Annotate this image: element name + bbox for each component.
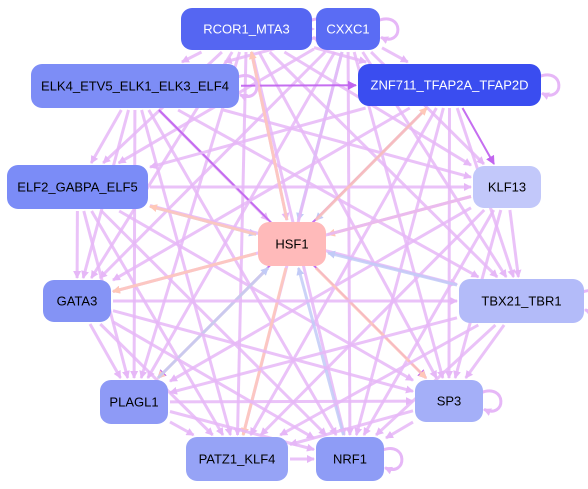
edge-znf711-to-sp3	[445, 107, 454, 379]
node-hsf1[interactable]: HSF1	[258, 222, 326, 266]
edge-tbx21-to-sp3	[464, 324, 506, 379]
self-loop-cxxc1	[377, 17, 400, 44]
edge-cxxc1-to-znf711	[381, 46, 409, 64]
node-znf711[interactable]: ZNF711_TFAP2A_TFAP2D	[358, 64, 541, 106]
node-klf13[interactable]: KLF13	[473, 166, 541, 208]
edge-hsf1-to-sp3	[314, 266, 428, 380]
edge-znf711-to-gata3	[112, 106, 411, 282]
edge-klf13-to-nrf1	[362, 209, 495, 436]
edge-znf711-to-patz1	[249, 107, 438, 436]
node-rcor1[interactable]: RCOR1_MTA3	[181, 8, 312, 50]
edge-klf13-to-plagl1	[169, 206, 472, 383]
node-plagl1[interactable]: PLAGL1	[100, 380, 168, 424]
node-label: ELK4_ETV5_ELK1_ELK3_ELF4	[41, 79, 229, 94]
edge-rcor1-to-elk4	[181, 50, 203, 64]
node-sp3[interactable]: SP3	[415, 380, 483, 422]
self-loop-elk4	[236, 74, 259, 102]
edge-nrf1-to-hsf1	[296, 267, 345, 436]
node-label: PATZ1_KLF4	[199, 452, 276, 467]
node-label: ZNF711_TFAP2A_TFAP2D	[371, 78, 529, 93]
node-label: SP3	[437, 394, 462, 409]
edge-hsf1-to-znf711	[314, 106, 428, 222]
node-label: TBX21_TBR1	[481, 294, 561, 309]
node-gata3[interactable]: GATA3	[43, 280, 111, 322]
node-tbx21[interactable]: TBX21_TBR1	[459, 279, 584, 323]
edge-sp3-to-patz1	[289, 409, 414, 447]
edge-klf13-to-tbx21	[508, 209, 522, 278]
edge-gata3-to-plagl1	[88, 323, 122, 379]
node-label: RCOR1_MTA3	[203, 22, 289, 37]
edges-layer	[73, 36, 522, 463]
edge-hsf1-to-rcor1	[248, 51, 289, 221]
edge-hsf1-to-gata3	[112, 252, 257, 294]
node-box	[316, 437, 384, 481]
node-box	[7, 165, 148, 209]
node-label: NRF1	[333, 452, 367, 467]
edge-rcor1-to-klf13	[283, 50, 472, 167]
node-box	[181, 8, 312, 50]
self-loop-nrf1	[381, 447, 404, 475]
node-label: HSF1	[275, 237, 308, 252]
edge-plagl1-to-sp3	[169, 397, 414, 406]
edge-cxxc1-to-plagl1	[146, 51, 337, 379]
node-box	[100, 380, 168, 424]
edge-elk4-to-nrf1	[147, 109, 338, 436]
node-box	[415, 380, 483, 422]
node-label: PLAGL1	[109, 395, 158, 410]
node-box	[43, 280, 111, 322]
node-cxxc1[interactable]: CXXC1	[316, 8, 380, 50]
node-elf2[interactable]: ELF2_GABPA_ELF5	[7, 165, 148, 209]
edge-hsf1-to-elf2	[149, 204, 257, 236]
node-box	[31, 64, 239, 108]
node-box	[473, 166, 541, 208]
node-box	[316, 8, 380, 50]
node-label: GATA3	[57, 294, 98, 309]
edge-znf711-to-klf13	[461, 107, 495, 165]
edge-sp3-to-nrf1	[385, 420, 414, 440]
edge-elk4-to-tbx21	[177, 108, 480, 279]
node-box	[459, 279, 584, 323]
node-label: ELF2_GABPA_ELF5	[17, 180, 137, 195]
edge-elf2-to-sp3	[118, 209, 414, 382]
edge-elk4-to-elf2	[89, 109, 123, 164]
edge-rcor1-to-patz1	[233, 51, 248, 436]
edge-cxxc1-to-nrf1	[345, 51, 354, 436]
node-label: CXXC1	[326, 22, 369, 37]
edge-gata3-to-sp3	[112, 309, 414, 394]
edge-tbx21-to-patz1	[279, 323, 480, 437]
node-elk4[interactable]: ELK4_ETV5_ELK1_ELK3_ELF4	[31, 64, 239, 108]
edge-plagl1-to-patz1	[169, 420, 195, 437]
node-nrf1[interactable]: NRF1	[316, 437, 384, 481]
node-box	[358, 64, 541, 106]
node-box	[186, 437, 288, 481]
edge-tbx21-to-plagl1	[169, 316, 458, 395]
edge-znf711-to-elf2	[149, 106, 366, 170]
self-loop-sp3	[480, 389, 503, 416]
node-label: KLF13	[488, 180, 526, 195]
node-box	[258, 222, 326, 266]
self-loop-znf711	[538, 73, 561, 100]
edge-tbx21-to-hsf1	[327, 250, 458, 287]
node-patz1[interactable]: PATZ1_KLF4	[186, 437, 288, 481]
